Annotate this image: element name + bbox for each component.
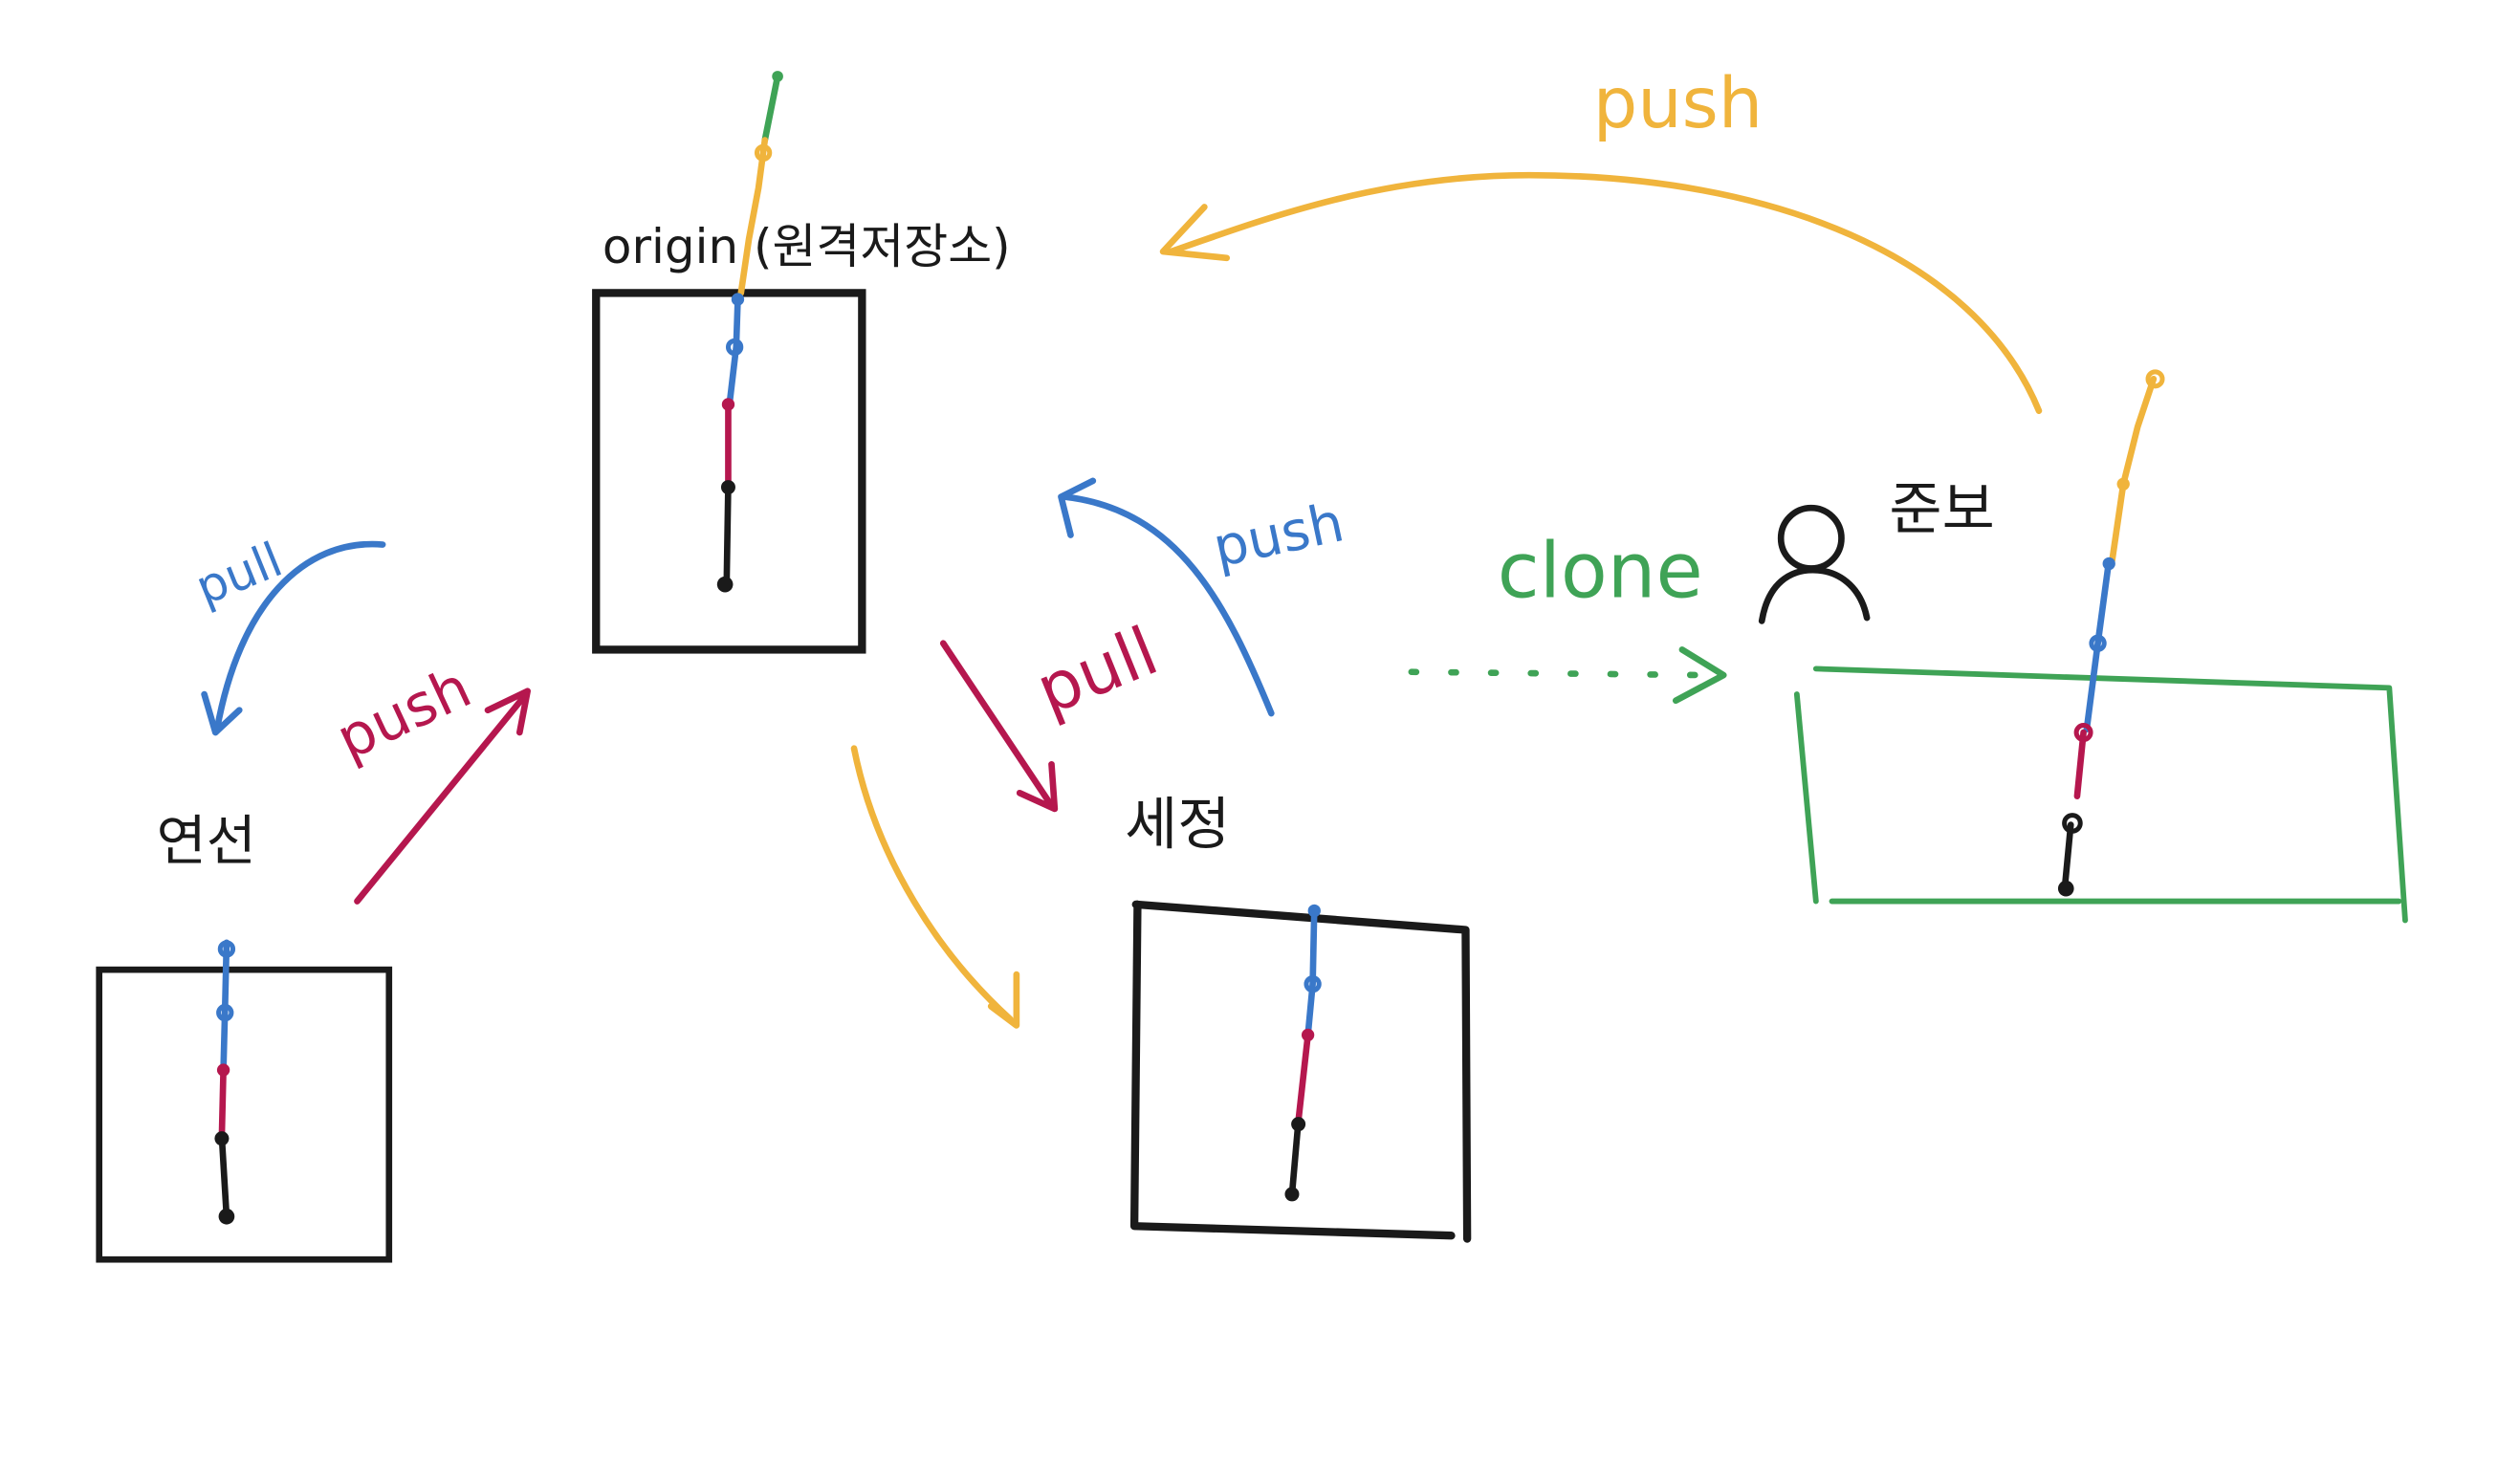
origin-commit-dot [731, 293, 745, 306]
sejeong-commit-dot [1284, 1187, 1300, 1202]
person-icon-head [1777, 504, 1845, 572]
yeonseon-commit-dot [216, 1003, 234, 1022]
origin-repo-box [592, 289, 866, 654]
junbo-commit-graph [2057, 369, 2165, 897]
junbo-commit-dot [2057, 880, 2074, 897]
origin-commit-dot [716, 576, 734, 593]
origin-commit-dot [772, 71, 783, 82]
junbo-commit-dot [2102, 556, 2115, 571]
junbo-commit-dot [2089, 634, 2107, 652]
blue-pull-arrow [201, 540, 386, 736]
yeonseon-repo-box [96, 966, 393, 1263]
green-clone-arrow [1408, 646, 1727, 705]
person-icon-body [1758, 566, 1871, 624]
origin-commit-dot [720, 480, 735, 495]
yeonseon-commit-dot [218, 1208, 235, 1225]
origin-commit-line-green [761, 73, 781, 143]
red-pull-arrow [939, 640, 1059, 813]
origin-commit-line-blue [726, 295, 741, 404]
origin-commit-line-yellow [737, 137, 769, 296]
sejeong-commit-dot [1291, 1117, 1306, 1132]
junbo-commit-line-black [2061, 821, 2074, 895]
yellow-pull-arrow [850, 745, 1020, 1029]
junbo-repo-box [1793, 666, 2408, 924]
sejeong-repo-box [1129, 900, 1472, 1243]
junbo-commit-dot [2062, 813, 2083, 834]
origin-commit-graph [716, 71, 783, 593]
origin-commit-dot [754, 143, 773, 163]
red-pull-label: pull [1026, 613, 1169, 731]
yeonseon-commit-line-red [218, 1066, 227, 1141]
yeonseon-commit-line-black [218, 1133, 230, 1220]
yeonseon-label: 연선 [157, 810, 256, 873]
origin-commit-dot [725, 338, 744, 357]
sejeong-commit-dot [1307, 904, 1321, 918]
red-push-label: push [327, 654, 481, 774]
sejeong-commit-line-black [1288, 1117, 1302, 1198]
junbo-commit-dot [2116, 477, 2130, 491]
junbo-commit-line-blue [2083, 556, 2113, 733]
blue-push-label: push [1208, 491, 1349, 579]
junbo-commit-line-yellow [2109, 375, 2158, 564]
sejeong-commit-dot [1304, 974, 1322, 993]
red-push-arrow [354, 687, 531, 905]
junbo-label: 준보 [1889, 476, 1994, 543]
yeonseon-commit-dot [217, 940, 236, 958]
sejeong-commit-graph [1284, 904, 1322, 1202]
yeonseon-commit-graph [214, 939, 236, 1225]
origin-commit-dot [721, 398, 735, 411]
origin-label: origin (원격저장소) [603, 219, 1011, 274]
origin-commit-line-black [723, 480, 732, 586]
yeonseon-commit-line-blue [220, 939, 230, 1074]
yeonseon-commit-dot [214, 1131, 230, 1146]
person-icon [1758, 504, 1871, 624]
junbo-commit-dot [2145, 369, 2165, 389]
green-clone-label: clone [1498, 526, 1703, 615]
yellow-push-label: push [1593, 63, 1764, 144]
sejeong-label: 세정 [1125, 792, 1230, 859]
junbo-commit-line-red [2073, 729, 2087, 799]
sejeong-commit-dot [1301, 1028, 1315, 1042]
sejeong-commit-line-red [1295, 1032, 1311, 1124]
blue-pull-label: pull [188, 532, 290, 616]
yellow-push-arrow [1159, 171, 2043, 414]
blue-push-arrow [1058, 477, 1275, 717]
junbo-commit-dot [2073, 723, 2093, 742]
yeonseon-commit-dot [216, 1063, 230, 1077]
sejeong-commit-line-blue [1304, 904, 1318, 1038]
